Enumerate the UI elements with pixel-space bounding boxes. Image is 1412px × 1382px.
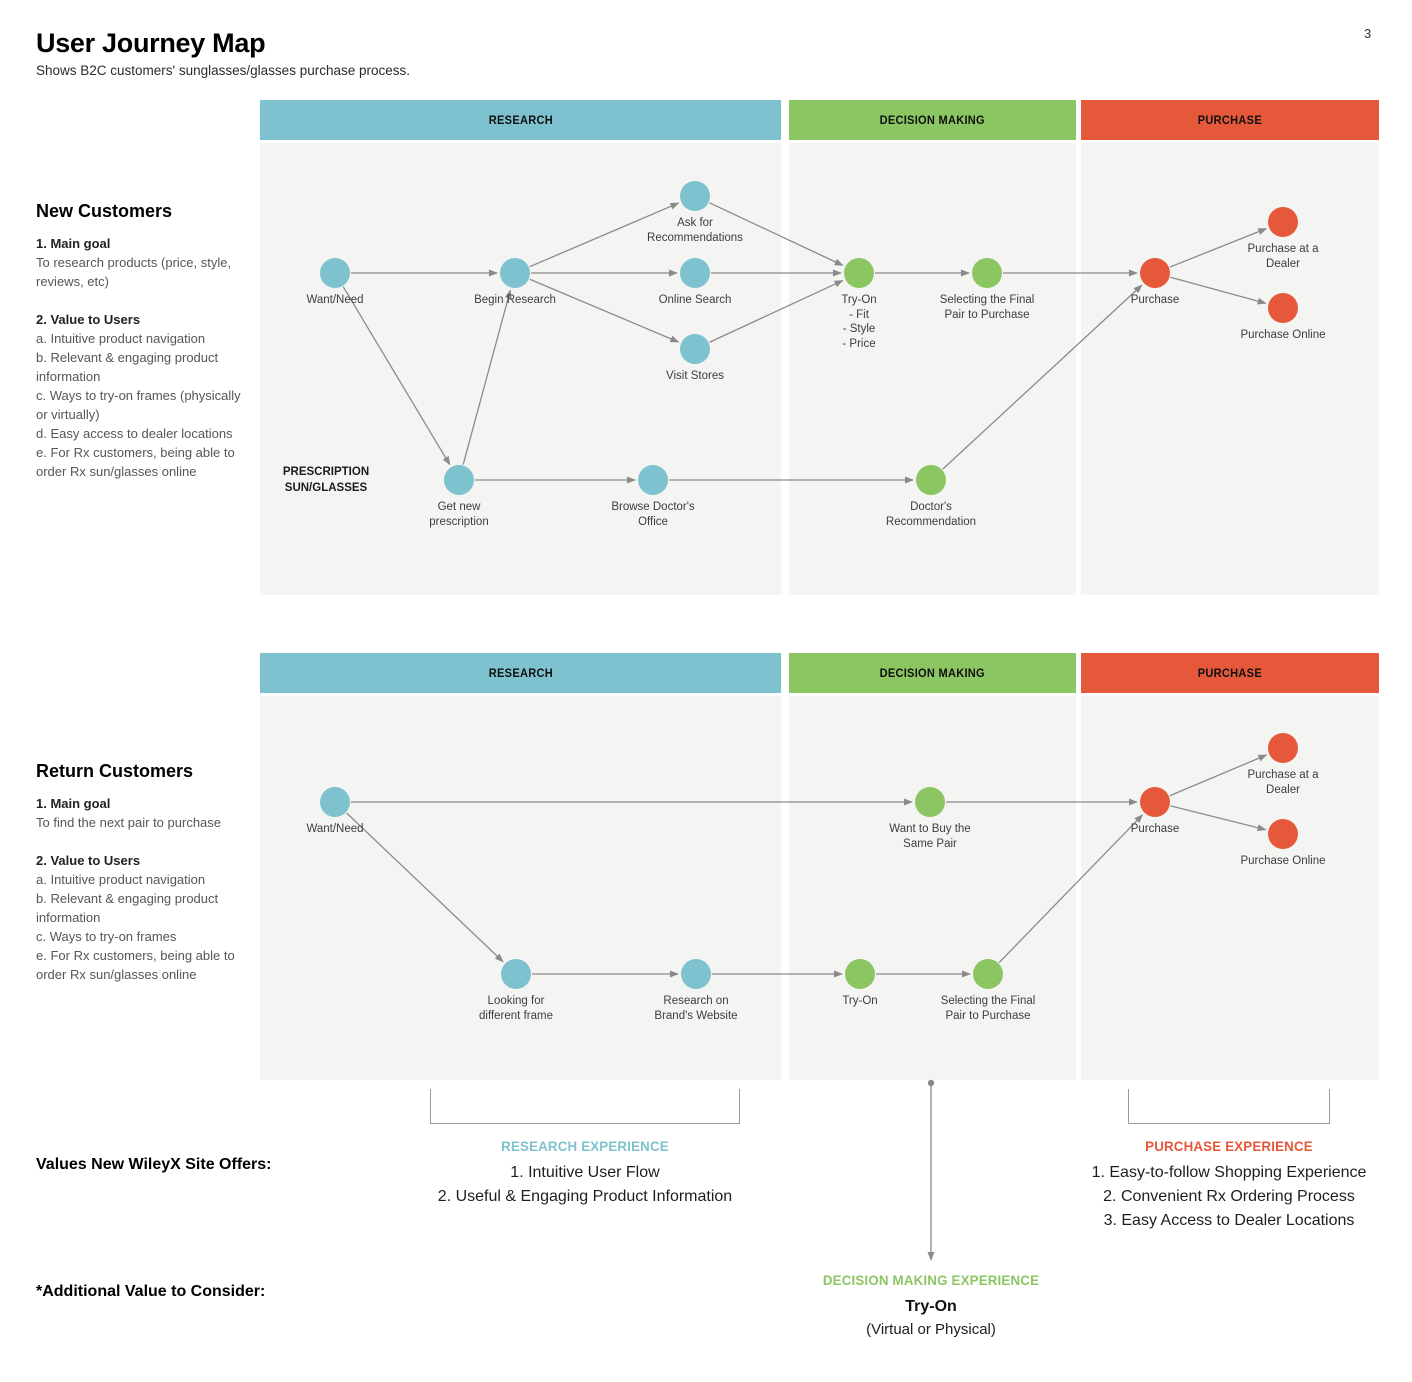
phase-bar-research-1: RESEARCH [260, 100, 781, 140]
phase-bar-purchase-2: PURCHASE [1081, 653, 1379, 693]
purchase-experience-block: PURCHASE EXPERIENCE 1. Easy-to-follow Sh… [1044, 1138, 1412, 1233]
bracket-research-experience [430, 1089, 740, 1124]
page-number: 3 [1364, 26, 1372, 41]
phase-label-decision-1: DECISION MAKING [879, 113, 986, 127]
edge-start-dot [927, 1079, 935, 1087]
new-customers-goal-title: 1. Main goal [36, 236, 111, 251]
phase-bar-decision-1: DECISION MAKING [789, 100, 1076, 140]
panel-decision-2 [789, 696, 1076, 1080]
additional-value-label: *Additional Value to Consider: [36, 1283, 266, 1300]
return-customers-value-title: 2. Value to Users [36, 853, 141, 868]
return-customers-value-e: e. For Rx customers, being able to order… [36, 948, 235, 982]
return-customers-value-c: c. Ways to try-on frames [36, 929, 177, 944]
phase-label-decision-2: DECISION MAKING [879, 666, 986, 680]
sidebar-return-customers: Return Customers 1. Main goal To find th… [36, 761, 254, 984]
decision-experience-block: DECISION MAKING EXPERIENCE Try-On (Virtu… [781, 1272, 1081, 1341]
purchase-experience-title: PURCHASE EXPERIENCE [1145, 1138, 1313, 1154]
return-customers-value-b: b. Relevant & engaging product informati… [36, 891, 219, 925]
panel-decision-1 [789, 143, 1076, 595]
return-customers-value-a: a. Intuitive product navigation [36, 872, 206, 887]
phase-label-research-1: RESEARCH [488, 113, 553, 127]
research-experience-item-1: 1. Intuitive User Flow [510, 1164, 660, 1181]
page-subtitle: Shows B2C customers' sunglasses/glasses … [36, 63, 410, 78]
decision-experience-title: DECISION MAKING EXPERIENCE [822, 1272, 1040, 1288]
phase-bar-decision-2: DECISION MAKING [789, 653, 1076, 693]
phase-label-research-2: RESEARCH [488, 666, 553, 680]
values-offered-label: Values New WileyX Site Offers: [36, 1156, 272, 1173]
new-customers-value-b: b. Relevant & engaging product informati… [36, 350, 219, 384]
purchase-experience-item-3: 3. Easy Access to Dealer Locations [1103, 1212, 1355, 1229]
new-customers-goal-text: To research products (price, style, revi… [36, 255, 232, 289]
panel-research-1 [260, 143, 781, 595]
return-customers-goal-text: To find the next pair to purchase [36, 815, 222, 830]
decision-experience-sub: (Virtual or Physical) [866, 1321, 996, 1338]
new-customers-value-c: c. Ways to try-on frames (physically or … [36, 388, 241, 422]
new-customers-value-title: 2. Value to Users [36, 312, 141, 327]
panel-purchase-1 [1081, 143, 1379, 595]
phase-bar-purchase-1: PURCHASE [1081, 100, 1379, 140]
panel-research-2 [260, 696, 781, 1080]
research-experience-item-2: 2. Useful & Engaging Product Information [437, 1188, 733, 1205]
new-customers-value-e: e. For Rx customers, being able to order… [36, 445, 235, 479]
new-customers-value-a: a. Intuitive product navigation [36, 331, 206, 346]
purchase-experience-item-1: 1. Easy-to-follow Shopping Experience [1091, 1164, 1367, 1181]
research-experience-title: RESEARCH EXPERIENCE [501, 1138, 669, 1154]
phase-label-purchase-2: PURCHASE [1197, 666, 1263, 680]
page-title: User Journey Map [36, 28, 266, 58]
new-customers-value-d: d. Easy access to dealer locations [36, 426, 233, 441]
panel-purchase-2 [1081, 696, 1379, 1080]
sidebar-new-customers: New Customers 1. Main goal To research p… [36, 201, 254, 481]
bracket-purchase-experience [1128, 1089, 1330, 1124]
return-customers-heading: Return Customers [36, 761, 194, 781]
new-customers-heading: New Customers [36, 201, 173, 221]
return-customers-goal-title: 1. Main goal [36, 796, 111, 811]
phase-label-purchase-1: PURCHASE [1197, 113, 1263, 127]
purchase-experience-item-2: 2. Convenient Rx Ordering Process [1103, 1188, 1355, 1205]
research-experience-block: RESEARCH EXPERIENCE 1. Intuitive User Fl… [385, 1138, 785, 1209]
phase-bar-research-2: RESEARCH [260, 653, 781, 693]
decision-experience-tryon: Try-On [905, 1298, 957, 1315]
